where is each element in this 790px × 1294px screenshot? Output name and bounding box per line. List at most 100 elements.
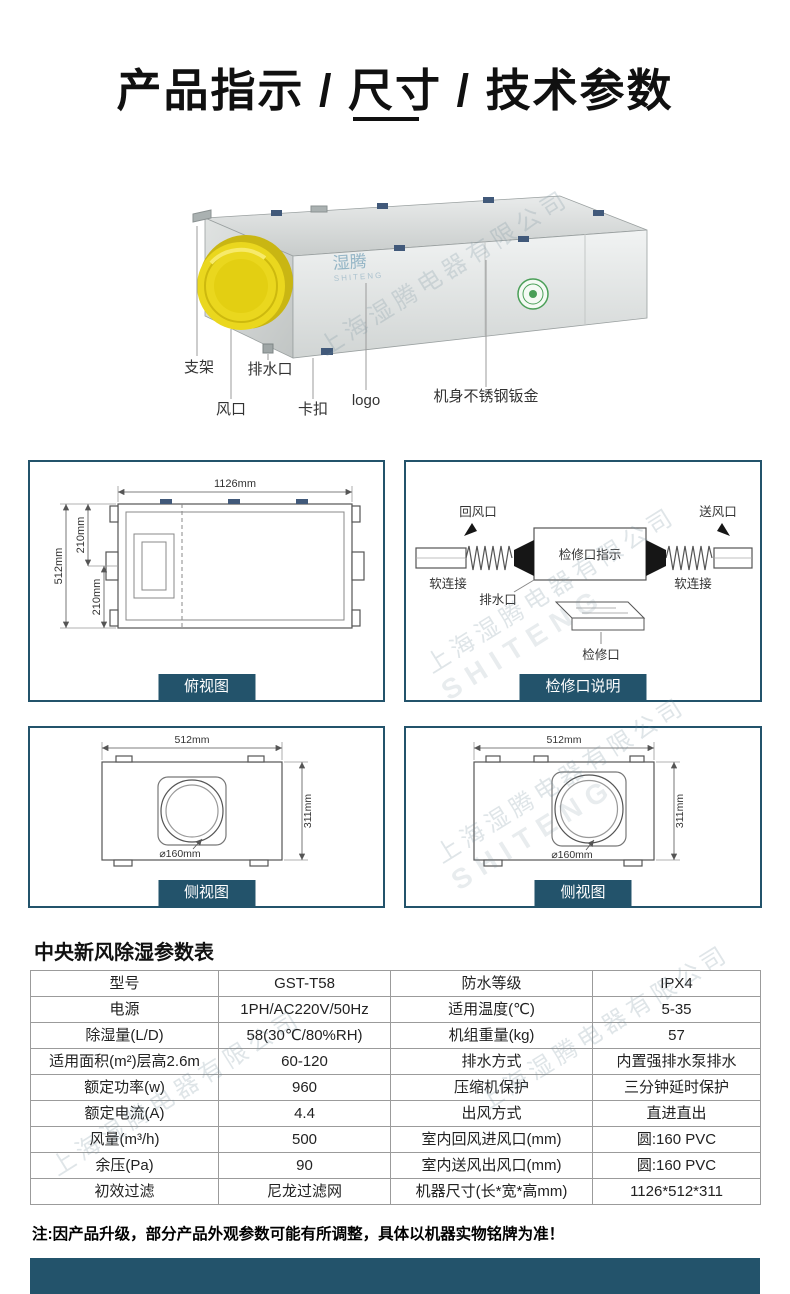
table-row: 风量(m³/h) 500 室内回风进风口(mm) 圆:160 PVC — [30, 1126, 761, 1153]
unit-logo-cn: 湿腾 — [332, 252, 367, 273]
spec-label: 型号 — [30, 970, 219, 997]
dim-height-label: 311mm — [674, 794, 686, 828]
spec-label: 室内回风进风口(mm) — [390, 1126, 593, 1153]
spec-value: 5-35 — [592, 996, 761, 1023]
panel-tab-side-left: 侧视图 — [157, 880, 256, 906]
spec-value: 1126*512*311 — [592, 1178, 761, 1205]
unit-side-outline — [473, 755, 655, 867]
spec-table-title: 中央新风除湿参数表 — [34, 942, 214, 964]
spec-value: 57 — [592, 1022, 761, 1049]
spec-value: GST-T58 — [218, 970, 391, 997]
dim-dia-label: ⌀160mm — [551, 849, 593, 861]
panel-tab-access: 检修口说明 — [519, 674, 647, 700]
table-row: 电源 1PH/AC220V/50Hz 适用温度(℃) 5-35 — [30, 996, 761, 1023]
spec-label: 机组重量(kg) — [390, 1022, 593, 1049]
table-row: 除湿量(L/D) 58(30℃/80%RH) 机组重量(kg) 57 — [30, 1022, 761, 1049]
spec-table: 型号 GST-T58 防水等级 IPX4 电源 1PH/AC220V/50Hz … — [30, 970, 761, 1205]
table-row: 额定功率(w) 960 压缩机保护 三分钟延时保护 — [30, 1074, 761, 1101]
drain-outlet — [262, 343, 274, 354]
spec-label: 初效过滤 — [30, 1178, 219, 1205]
access-port-drawing: 回风口 送风口 软连接 软连接 排水口 检修口指示 检修口 — [415, 504, 753, 662]
spec-label: 防水等级 — [390, 970, 593, 997]
table-row: 余压(Pa) 90 室内送风出风口(mm) 圆:160 PVC — [30, 1152, 761, 1179]
spec-value: 圆:160 PVC — [592, 1126, 761, 1153]
top-view-drawing: 1126mm 512mm 210mm 210mm — [53, 478, 365, 629]
callout-bracket: 支架 — [184, 359, 214, 376]
panel-tab-top-view: 俯视图 — [157, 674, 256, 700]
panel-access-port: 回风口 送风口 软连接 软连接 排水口 检修口指示 检修口 检修口说明 — [404, 460, 762, 702]
dim-width-label: 512mm — [546, 734, 581, 746]
flex-right-label: 软连接 — [674, 576, 712, 591]
drain-label: 排水口 — [479, 593, 517, 607]
callout-logo: logo — [352, 392, 380, 409]
spec-label: 额定功率(w) — [30, 1074, 219, 1101]
supply-air-label: 送风口 — [699, 504, 737, 519]
spec-value: 500 — [218, 1126, 391, 1153]
page-title: 产品指示 / 尺寸 / 技术参数 — [116, 65, 674, 116]
spec-label: 机器尺寸(长*宽*高mm) — [390, 1178, 593, 1205]
dim-height-label: 311mm — [302, 794, 314, 828]
dim-seg2-label: 210mm — [91, 579, 103, 616]
panel-side-view-left: 512mm 311mm ⌀160mm 侧视图 — [28, 726, 385, 908]
dim-seg1-label: 210mm — [75, 517, 87, 554]
indicator-label: 检修口指示 — [559, 547, 622, 562]
unit-top-outline — [105, 503, 365, 629]
callout-body: 机身不锈钢钣金 — [433, 388, 538, 405]
spec-value: 1PH/AC220V/50Hz — [218, 996, 391, 1023]
spec-value: IPX4 — [592, 970, 761, 997]
table-row: 适用面积(m²)层高2.6m 60-120 排水方式 内置强排水泵排水 — [30, 1048, 761, 1075]
dim-width-label: 1126mm — [214, 478, 256, 490]
spec-value: 内置强排水泵排水 — [592, 1048, 761, 1075]
access-port-slab — [513, 579, 646, 644]
spec-label: 出风方式 — [390, 1100, 593, 1127]
callout-air-port: 风口 — [216, 401, 246, 418]
panel-seams — [484, 234, 586, 336]
top-clips — [160, 499, 308, 504]
panel-side-view-right: 512mm 311mm ⌀160mm 侧视图 — [404, 726, 762, 908]
spec-value: 尼龙过滤网 — [218, 1178, 391, 1205]
spec-label: 电源 — [30, 996, 219, 1023]
spec-label: 排水方式 — [390, 1048, 593, 1075]
mounting-bracket — [192, 205, 328, 223]
spec-value: 圆:160 PVC — [592, 1152, 761, 1179]
dimension-lines — [60, 486, 353, 629]
product-illustration: 湿腾 SHITENG 支架 排水口 风口 卡扣 logo 机身不锈钢钣金 — [184, 195, 648, 418]
spec-label: 室内送风出风口(mm) — [390, 1152, 593, 1179]
unit-top-internals — [125, 504, 345, 628]
dimension-lines — [473, 742, 680, 861]
dim-width-label: 512mm — [174, 734, 209, 746]
dimension-lines — [101, 742, 308, 861]
footer-bar — [30, 1258, 760, 1294]
spec-value: 直进直出 — [592, 1100, 761, 1127]
spec-value: 4.4 — [218, 1100, 391, 1127]
spec-value: 90 — [218, 1152, 391, 1179]
panel-tab-side-right: 侧视图 — [534, 880, 632, 906]
unit-logo: 湿腾 SHITENG — [332, 252, 383, 283]
side-view-drawing: 512mm 311mm ⌀160mm — [101, 734, 314, 867]
flex-left-label: 软连接 — [429, 576, 467, 591]
spec-label: 适用面积(m²)层高2.6m — [30, 1048, 219, 1075]
spec-value: 960 — [218, 1074, 391, 1101]
access-port-label: 检修口 — [582, 647, 620, 662]
side-view-drawing: 512mm 311mm ⌀160mm — [473, 734, 686, 867]
dim-dia-label: ⌀160mm — [159, 848, 201, 860]
callout-lines — [196, 226, 487, 399]
connectors-and-arrows — [464, 523, 730, 576]
panel-top-view: 1126mm 512mm 210mm 210mm 俯视图 — [28, 460, 385, 702]
disclaimer-note: 注:因产品升级，部分产品外观参数可能有所调整，具体以机器实物铭牌为准！ — [32, 1226, 565, 1243]
spec-label: 压缩机保护 — [390, 1074, 593, 1101]
table-row: 初效过滤 尼龙过滤网 机器尺寸(长*宽*高mm) 1126*512*311 — [30, 1178, 761, 1205]
callout-drain: 排水口 — [247, 361, 292, 378]
clips — [271, 197, 604, 355]
air-duct-port-icon — [197, 235, 293, 330]
spec-value: 三分钟延时保护 — [592, 1074, 761, 1101]
spec-label: 风量(m³/h) — [30, 1126, 219, 1153]
callout-clip: 卡扣 — [298, 401, 328, 418]
table-row: 额定电流(A) 4.4 出风方式 直进直出 — [30, 1100, 761, 1127]
spec-value: 58(30℃/80%RH) — [218, 1022, 391, 1049]
duct-run — [415, 527, 753, 581]
eco-badge-icon — [517, 278, 549, 310]
title-underline — [353, 117, 419, 121]
return-air-label: 回风口 — [459, 505, 497, 519]
spec-label: 除湿量(L/D) — [30, 1022, 219, 1049]
